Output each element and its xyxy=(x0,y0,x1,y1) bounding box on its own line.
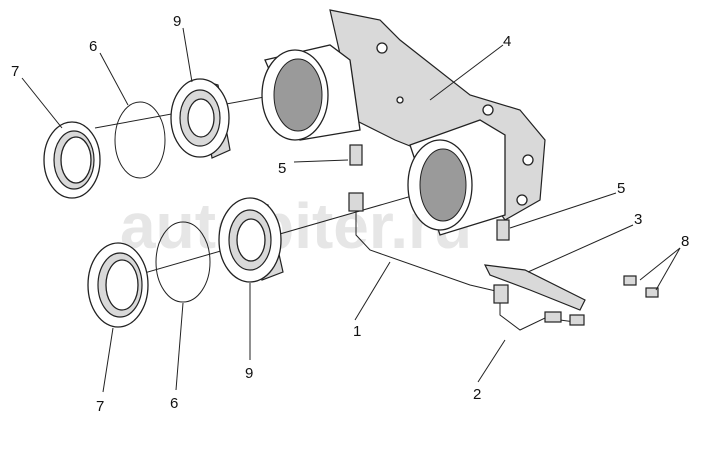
fitting-left xyxy=(348,144,364,212)
callout-1: 1 xyxy=(353,323,361,340)
bracket xyxy=(483,264,586,311)
tube-1 xyxy=(355,211,501,293)
callout-6-top: 6 xyxy=(89,38,97,55)
housing xyxy=(261,9,546,236)
leader-lines xyxy=(21,27,681,393)
callout-6-bottom: 6 xyxy=(170,395,178,412)
grease-nipple xyxy=(623,275,637,286)
bearing-top xyxy=(170,78,231,159)
callout-7-top: 7 xyxy=(11,63,19,80)
elbow-fitting xyxy=(544,311,562,323)
callout-9-bottom: 9 xyxy=(245,365,253,382)
callout-7-bottom: 7 xyxy=(96,398,104,415)
axis-line-bottom xyxy=(119,184,451,281)
seal-ring-top xyxy=(43,121,101,199)
callout-5-right: 5 xyxy=(617,180,625,197)
tee-fitting xyxy=(493,284,509,304)
circlip-top xyxy=(114,101,166,179)
callout-4: 4 xyxy=(503,33,511,50)
callout-3: 3 xyxy=(634,211,642,228)
bearing-bottom xyxy=(218,197,284,283)
callout-9-top: 9 xyxy=(173,13,181,30)
elbow-fitting xyxy=(569,314,585,326)
fitting-right xyxy=(496,219,510,241)
callout-5-left: 5 xyxy=(278,160,286,177)
callout-2: 2 xyxy=(473,386,481,403)
callout-8: 8 xyxy=(681,233,689,250)
circlip-bottom xyxy=(155,221,211,303)
seal-ring-bottom xyxy=(87,242,149,328)
grease-nipple xyxy=(645,287,659,298)
